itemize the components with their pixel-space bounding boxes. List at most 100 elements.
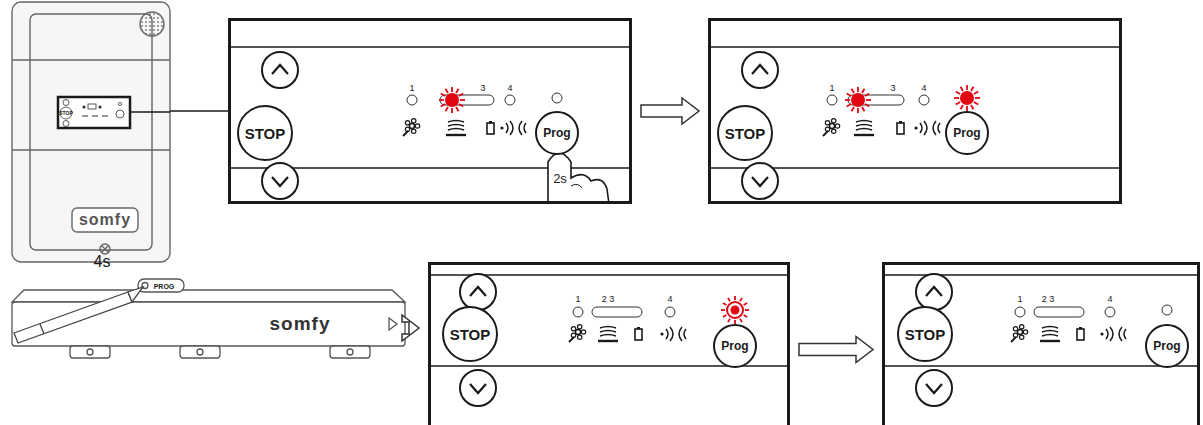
lit-led — [954, 85, 980, 111]
prog-button: Prog — [945, 111, 989, 155]
led — [552, 93, 562, 103]
stop-button: STOP — [717, 105, 773, 161]
led-ray — [866, 99, 871, 101]
led-dot — [731, 306, 740, 315]
chevron — [926, 287, 942, 296]
pressing-finger — [548, 153, 609, 204]
sun-icon — [571, 327, 575, 331]
led-ray — [954, 97, 959, 99]
chevron — [272, 65, 288, 74]
led-ray — [852, 107, 855, 111]
radio-icon — [1106, 327, 1126, 341]
led-ray — [961, 87, 964, 91]
stop-button: STOP — [897, 306, 953, 362]
chevron — [926, 384, 942, 393]
sun-icon — [576, 330, 581, 335]
wind-icon — [1042, 331, 1058, 333]
led — [573, 307, 583, 317]
led-number: 1 — [829, 84, 834, 93]
wind-icon — [448, 125, 464, 127]
led-ray — [845, 99, 850, 101]
button-label: STOP — [450, 327, 491, 342]
button-label: Prog — [721, 340, 748, 352]
sun-icon — [1019, 325, 1023, 329]
led-ray — [865, 104, 869, 107]
led — [1105, 307, 1115, 317]
radio-icon — [660, 332, 663, 335]
control-panel: 1 3 4STOP Prog — [708, 18, 1122, 204]
led-ray — [956, 92, 960, 95]
led-number: 1 — [1017, 295, 1022, 304]
sun-icon — [1011, 337, 1016, 342]
led-ray — [971, 105, 974, 109]
button-label: PROG — [154, 282, 175, 289]
led-number: 3 — [480, 84, 485, 93]
panel-band — [708, 46, 1122, 48]
led-ray — [744, 303, 747, 305]
led-ray — [460, 99, 465, 101]
led-number: 4 — [921, 84, 926, 93]
arrow-button — [460, 370, 496, 406]
step-arrow — [641, 98, 699, 124]
chevron — [752, 65, 768, 74]
led-ray — [966, 85, 968, 90]
connector — [402, 315, 419, 341]
sun-icon — [415, 124, 419, 128]
arrow-button — [742, 52, 778, 88]
arrow-button — [262, 52, 298, 88]
led-ring — [727, 302, 743, 318]
panel-band — [882, 365, 1200, 367]
sun-icon — [411, 129, 415, 133]
remote-housing — [12, 2, 170, 262]
led-ray — [865, 94, 869, 97]
led-ray — [451, 87, 453, 92]
arrow-button — [742, 163, 778, 199]
sun-icon — [411, 119, 415, 123]
led-number: 3 — [890, 84, 895, 93]
radio-icon — [500, 126, 503, 129]
sun-icon — [835, 124, 839, 128]
sun-icon — [823, 131, 828, 136]
connector — [641, 98, 699, 124]
wind-icon — [448, 129, 464, 131]
led-number: 4 — [667, 295, 672, 304]
led-ray — [740, 319, 742, 322]
led-ray — [975, 97, 980, 99]
duration-label: 4s — [94, 254, 111, 270]
led-number: 4 — [507, 84, 512, 93]
sun-icon — [1019, 335, 1023, 339]
battery-icon — [1079, 327, 1082, 329]
sun-icon — [403, 131, 408, 136]
led — [1015, 307, 1025, 317]
led-ray — [847, 94, 851, 97]
radio-icon — [506, 121, 526, 135]
radio-icon — [1100, 332, 1103, 335]
button-label: Prog — [543, 127, 570, 139]
battery-icon — [637, 327, 640, 329]
wind-icon — [598, 340, 618, 342]
sun-icon — [830, 124, 835, 129]
wind-icon — [1040, 340, 1060, 342]
led-ray — [857, 108, 859, 113]
sun-icon — [569, 337, 574, 342]
wind-icon — [600, 327, 616, 329]
led-ray — [728, 319, 730, 322]
wind-icon — [856, 125, 872, 127]
button-label: STOP — [905, 327, 946, 342]
led-ray — [956, 102, 960, 105]
wind-icon — [1042, 327, 1058, 329]
sun-icon — [577, 335, 581, 339]
radio-icon — [914, 126, 917, 129]
led-dot — [960, 91, 974, 105]
led-ray — [721, 309, 725, 311]
lit-led — [439, 87, 465, 113]
led-dot — [445, 93, 459, 107]
stop-button: STOP — [237, 105, 293, 161]
sensor-housing — [12, 279, 405, 358]
wind-icon — [600, 335, 616, 337]
radio-icon — [666, 327, 686, 341]
chevron — [752, 177, 768, 186]
lit-led — [845, 87, 871, 113]
led — [1162, 305, 1172, 315]
